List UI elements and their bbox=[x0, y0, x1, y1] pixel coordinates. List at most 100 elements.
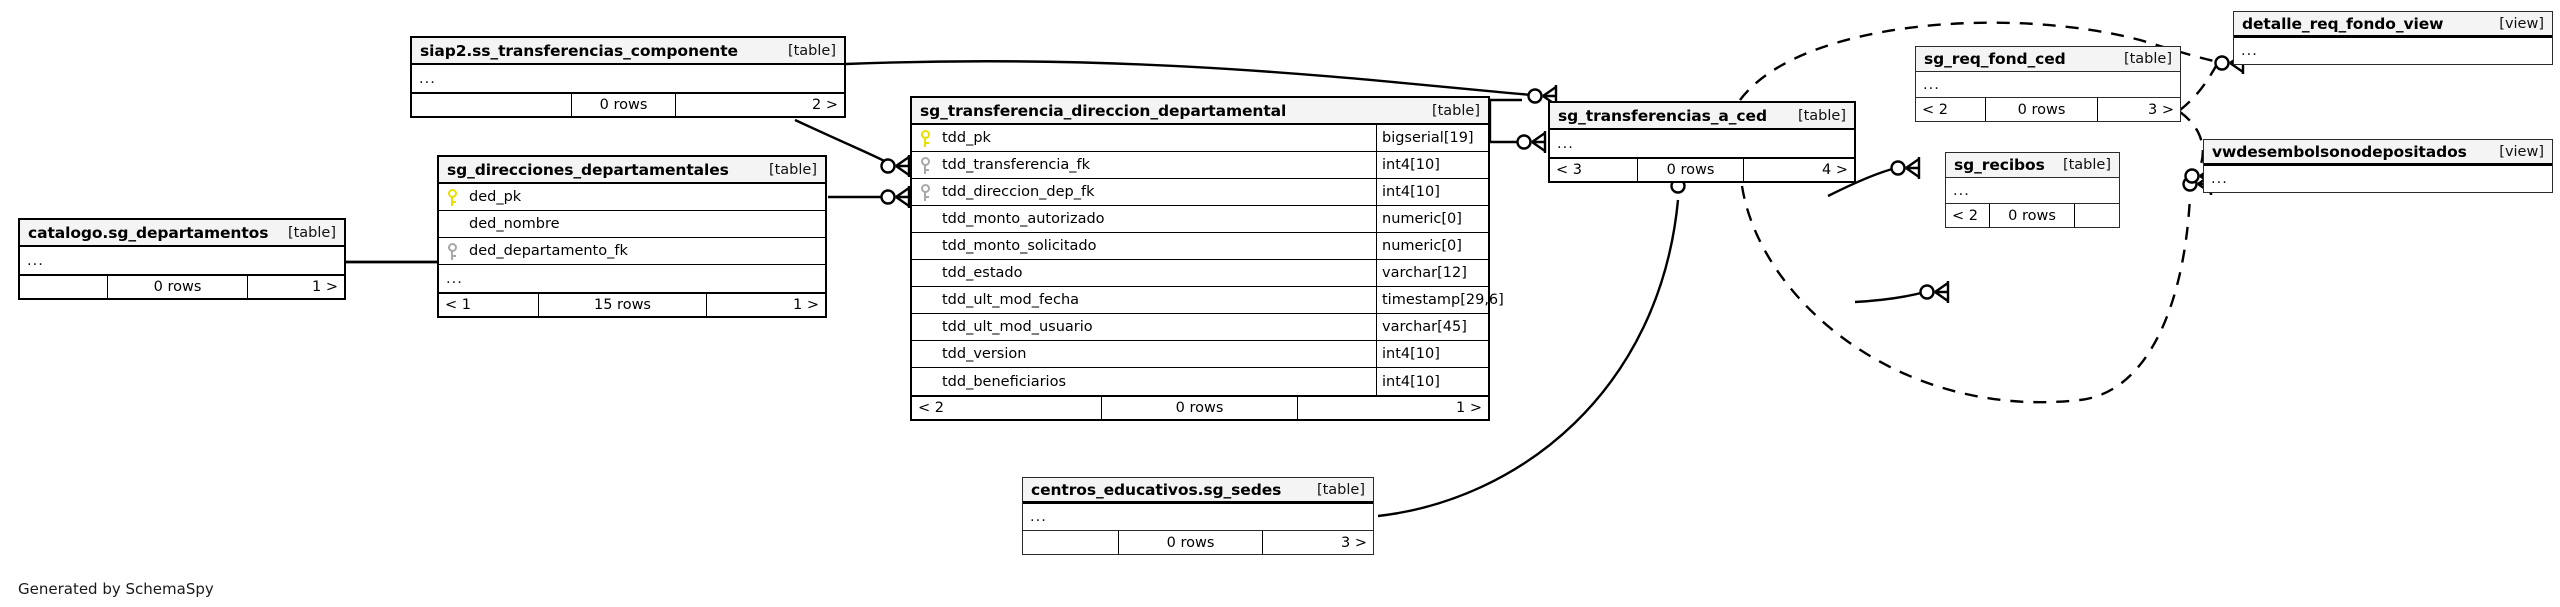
node-footer: < 2 0 rows 1 > bbox=[912, 395, 1488, 419]
view-node-detalle-req-fondo-view[interactable]: detalle_req_fondo_view [view] ... bbox=[2233, 11, 2553, 65]
edge-transferencias-to-recibos bbox=[1854, 279, 1950, 305]
node-title: vwdesembolsonodepositados [view] bbox=[2204, 140, 2552, 166]
view-node-vwdesembolsonodepositados[interactable]: vwdesembolsonodepositados [view] ... bbox=[2203, 139, 2553, 193]
node-title: sg_direcciones_departamentales [table] bbox=[439, 157, 825, 184]
column-row[interactable]: tdd_direccion_dep_fk int4[10] bbox=[912, 179, 1488, 206]
table-name: centros_educativos.sg_sedes bbox=[1031, 480, 1282, 499]
table-name: catalogo.sg_departamentos bbox=[28, 223, 269, 242]
column-type: numeric[0] bbox=[1376, 206, 1488, 232]
column-row[interactable]: tdd_version int4[10] bbox=[912, 341, 1488, 368]
column-list: ... bbox=[2234, 38, 2552, 64]
column-type: int4[10] bbox=[1376, 368, 1488, 395]
column-row[interactable]: tdd_estado varchar[12] bbox=[912, 260, 1488, 287]
footer-prev-count[interactable]: < 2 bbox=[1946, 204, 1990, 227]
node-title: centros_educativos.sg_sedes [table] bbox=[1023, 478, 1373, 504]
edge-dashed-reqfond-to-detalle-view bbox=[2179, 65, 2218, 111]
footer-prev-count[interactable]: < 1 bbox=[439, 294, 539, 316]
footer-prev-count[interactable]: < 3 bbox=[1550, 159, 1638, 181]
footer-prev-count[interactable]: < 2 bbox=[1916, 98, 1986, 121]
column-row[interactable]: tdd_ult_mod_usuario varchar[45] bbox=[912, 314, 1488, 341]
footer-prev-count[interactable] bbox=[412, 94, 572, 116]
table-node-sg-req-fond-ced[interactable]: sg_req_fond_ced [table] ... < 2 0 rows 3… bbox=[1915, 46, 2181, 122]
footer-next-count[interactable]: 2 > bbox=[812, 97, 838, 113]
primary-key-icon bbox=[912, 129, 938, 147]
node-title: sg_transferencia_direccion_departamental… bbox=[912, 98, 1488, 125]
footer-next-count[interactable]: 3 > bbox=[2148, 101, 2174, 118]
footer-next-count[interactable]: 1 > bbox=[312, 279, 338, 295]
column-ellipsis: ... bbox=[2211, 171, 2228, 187]
table-kind-badge: [table] bbox=[2123, 51, 2172, 67]
footer-prev-count[interactable] bbox=[20, 276, 108, 298]
table-name: sg_transferencia_direccion_departamental bbox=[920, 101, 1287, 120]
column-row[interactable]: tdd_monto_autorizado numeric[0] bbox=[912, 206, 1488, 233]
node-title: siap2.ss_transferencias_componente [tabl… bbox=[412, 38, 844, 65]
table-kind-badge: [table] bbox=[1797, 107, 1846, 124]
table-node-sg-direcciones-departamentales[interactable]: sg_direcciones_departamentales [table] d… bbox=[437, 155, 827, 318]
edge-tdd-to-transferencias-a-ced-upper bbox=[1488, 98, 1547, 155]
column-row[interactable]: ded_pk bbox=[439, 184, 825, 211]
column-row[interactable]: ded_departamento_fk bbox=[439, 238, 825, 265]
node-footer: < 3 0 rows 4 > bbox=[1550, 157, 1854, 181]
column-row[interactable]: tdd_monto_solicitado numeric[0] bbox=[912, 233, 1488, 260]
column-ellipsis: ... bbox=[1557, 135, 1574, 152]
footer-next-count[interactable]: 1 > bbox=[1456, 400, 1482, 416]
footer-next-count[interactable] bbox=[2075, 204, 2119, 227]
table-node-sg-transferencia-direccion-departamental[interactable]: sg_transferencia_direccion_departamental… bbox=[910, 96, 1504, 421]
table-node-centros-educativos-sg-sedes[interactable]: centros_educativos.sg_sedes [table] ... … bbox=[1022, 477, 1374, 555]
footer-row-count: 0 rows bbox=[572, 94, 676, 116]
column-name: tdd_pk bbox=[942, 130, 991, 146]
view-kind-badge: [view] bbox=[2499, 143, 2544, 160]
column-list: ... bbox=[412, 65, 844, 92]
column-name: tdd_direccion_dep_fk bbox=[942, 184, 1095, 200]
table-node-sg-recibos[interactable]: sg_recibos [table] ... < 2 0 rows bbox=[1945, 152, 2120, 228]
column-name: tdd_transferencia_fk bbox=[942, 157, 1091, 173]
node-footer: < 2 0 rows bbox=[1946, 203, 2119, 227]
column-list: ... bbox=[20, 247, 344, 274]
column-list: ... bbox=[1916, 72, 2180, 97]
node-footer: < 2 0 rows 3 > bbox=[1916, 97, 2180, 121]
footer-prev-count[interactable] bbox=[1023, 531, 1119, 554]
footer-next-count[interactable]: 1 > bbox=[793, 297, 819, 313]
table-node-catalogo-sg-departamentos[interactable]: catalogo.sg_departamentos [table] ... 0 … bbox=[18, 218, 346, 300]
column-type: int4[10] bbox=[1376, 179, 1488, 205]
column-list: ... bbox=[1946, 178, 2119, 203]
footer-row-count: 0 rows bbox=[108, 276, 248, 298]
node-footer: 0 rows 2 > bbox=[412, 92, 844, 116]
column-row[interactable]: tdd_ult_mod_fecha timestamp[29,6] bbox=[912, 287, 1504, 314]
column-list: ... bbox=[1023, 504, 1373, 530]
node-title: detalle_req_fondo_view [view] bbox=[2234, 12, 2552, 38]
node-footer: 0 rows 1 > bbox=[20, 274, 344, 298]
column-type: int4[10] bbox=[1376, 152, 1488, 178]
column-type: numeric[0] bbox=[1376, 233, 1488, 259]
column-ellipsis: ... bbox=[1030, 509, 1047, 525]
column-list: tdd_pk bigserial[19] tdd_transferencia_f… bbox=[912, 125, 1504, 395]
table-kind-badge: [table] bbox=[768, 161, 817, 178]
column-list: ded_pk ded_nombre ded_departamento_fk ..… bbox=[439, 184, 825, 292]
column-name: ded_departamento_fk bbox=[469, 243, 628, 259]
footer-prev-count[interactable]: < 2 bbox=[912, 397, 1102, 419]
foreign-key-icon bbox=[439, 242, 465, 260]
node-title: sg_recibos [table] bbox=[1946, 153, 2119, 178]
column-type: timestamp[29,6] bbox=[1376, 287, 1504, 313]
node-footer: 0 rows 3 > bbox=[1023, 530, 1373, 554]
column-row[interactable]: tdd_beneficiarios int4[10] bbox=[912, 368, 1488, 395]
table-node-sg-transferencias-a-ced[interactable]: sg_transferencias_a_ced [table] ... < 3 … bbox=[1548, 101, 1856, 183]
column-name: tdd_monto_autorizado bbox=[942, 211, 1105, 227]
column-type: varchar[12] bbox=[1376, 260, 1488, 286]
column-list: ... bbox=[1550, 130, 1854, 157]
node-title: sg_transferencias_a_ced [table] bbox=[1550, 103, 1854, 130]
column-row[interactable]: tdd_transferencia_fk int4[10] bbox=[912, 152, 1488, 179]
primary-key-icon bbox=[439, 188, 465, 206]
table-kind-badge: [table] bbox=[787, 42, 836, 59]
table-kind-badge: [table] bbox=[2062, 157, 2111, 173]
footer-row-count: 15 rows bbox=[539, 294, 707, 316]
footer-next-count[interactable]: 3 > bbox=[1341, 534, 1367, 551]
column-row[interactable]: ded_nombre bbox=[439, 211, 825, 238]
column-type: varchar[45] bbox=[1376, 314, 1488, 340]
footer-row-count: 0 rows bbox=[1102, 397, 1298, 419]
table-node-ss-transferencias-componente[interactable]: siap2.ss_transferencias_componente [tabl… bbox=[410, 36, 846, 118]
column-ellipsis: ... bbox=[446, 270, 463, 287]
column-row[interactable]: tdd_pk bigserial[19] bbox=[912, 125, 1488, 152]
footer-next-count[interactable]: 4 > bbox=[1822, 162, 1848, 178]
